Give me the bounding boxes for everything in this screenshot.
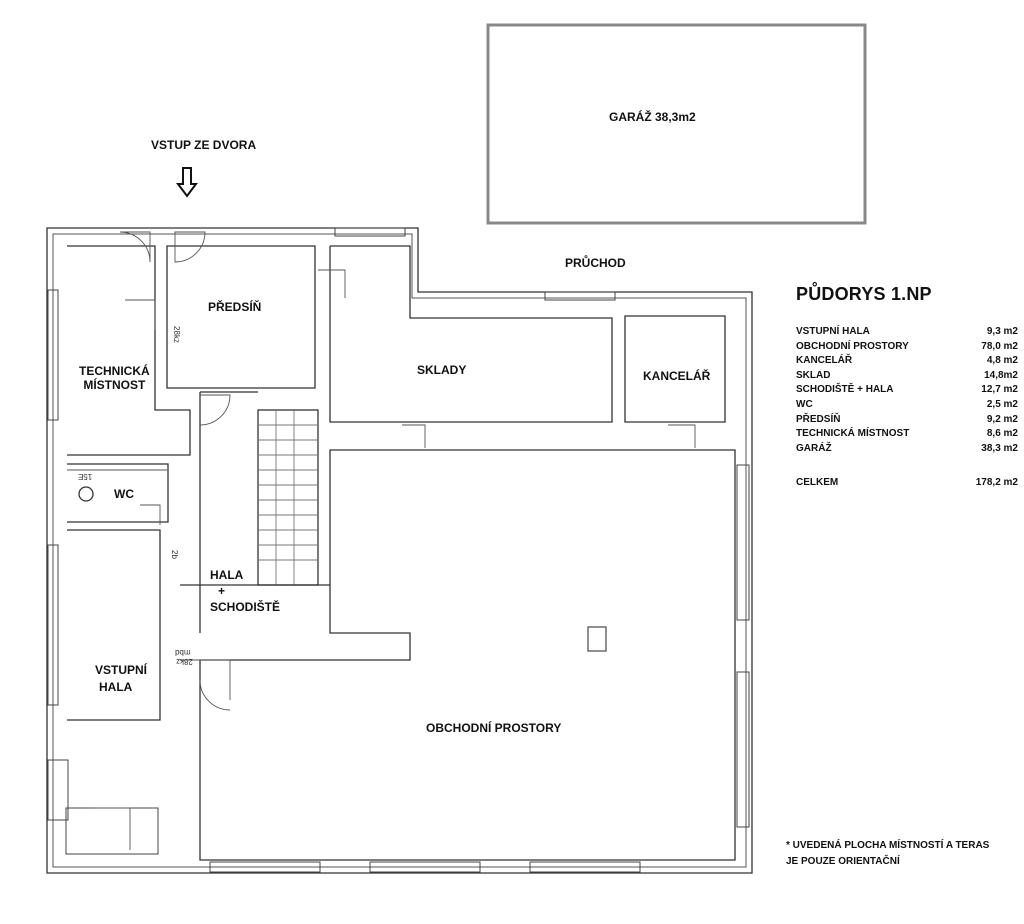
legend-row: PŘEDSÍŇ 9,2 m2 bbox=[796, 413, 1018, 428]
legend-row-name: SKLAD bbox=[796, 369, 831, 381]
entrance-arrow bbox=[176, 167, 198, 198]
wall-kancelar bbox=[624, 315, 726, 423]
legend-row: SCHODIŠTĚ + HALA 12,7 m2 bbox=[796, 383, 1018, 398]
legend-row: SKLAD 14,8m2 bbox=[796, 369, 1018, 384]
room-vstupni-line1: VSTUPNÍ bbox=[95, 663, 148, 677]
room-hala-line2: SCHODIŠTĚ bbox=[210, 600, 281, 615]
legend-row: GARÁŽ 38,3 m2 bbox=[796, 442, 1018, 457]
legend-row-name: TECHNICKÁ MÍSTNOST bbox=[796, 428, 910, 440]
room-wc: WC bbox=[114, 487, 134, 501]
wall-obchodni bbox=[199, 449, 736, 861]
mark-a2: 28kz bbox=[176, 657, 193, 666]
legend-row-name: KANCELÁŘ bbox=[796, 355, 853, 367]
legend-row-area: 78,0 m2 bbox=[981, 340, 1018, 352]
legend-row-area: 9,2 m2 bbox=[986, 413, 1018, 425]
toilet-icon bbox=[78, 486, 94, 502]
legend-row-name: GARÁŽ bbox=[796, 442, 832, 454]
legend-row-area: 38,3 m2 bbox=[981, 442, 1018, 454]
outer-wall bbox=[46, 227, 753, 874]
legend-row: KANCELÁŘ 4,8 m2 bbox=[796, 354, 1018, 369]
room-obchodni: OBCHODNÍ PROSTORY bbox=[426, 721, 562, 735]
legend-row-name: PŘEDSÍŇ bbox=[796, 413, 841, 425]
legend-row: OBCHODNÍ PROSTORY 78,0 m2 bbox=[796, 340, 1018, 355]
legend-row-name: OBCHODNÍ PROSTORY bbox=[796, 340, 909, 352]
wall-sklady bbox=[329, 245, 613, 423]
legend-row-name: SCHODIŠTĚ + HALA bbox=[796, 384, 894, 396]
wall-technicka bbox=[67, 245, 191, 456]
legend-row-area: 12,7 m2 bbox=[981, 384, 1018, 396]
wall-vstupni bbox=[67, 529, 161, 721]
legend-total-value: 178,2 m2 bbox=[975, 477, 1018, 489]
legend-row-name: VSTUPNÍ HALA bbox=[796, 326, 870, 337]
legend-total-label: CELKEM bbox=[796, 477, 839, 489]
legend-total-row: CELKEM 178,2 m2 bbox=[796, 476, 1018, 491]
area-legend: PŮDORYS 1.NP VSTUPNÍ HALA 9,3 m2 OBCHODNÍ… bbox=[796, 284, 1018, 491]
legend-row: VSTUPNÍ HALA 9,3 m2 bbox=[796, 325, 1018, 340]
legend-row: TECHNICKÁ MÍSTNOST 8,6 m2 bbox=[796, 427, 1018, 442]
legend-row: WC 2,5 m2 bbox=[796, 398, 1018, 413]
legend-row-area: 14,8m2 bbox=[984, 369, 1018, 381]
entrance-label: VSTUP ZE DVORA bbox=[151, 138, 257, 152]
note-line1: * UVEDENÁ PLOCHA MÍSTNOSTÍ A TERAS bbox=[786, 840, 990, 851]
room-hala-plus: + bbox=[218, 584, 226, 599]
room-predsin: PŘEDSÍŇ bbox=[208, 300, 262, 314]
room-hala: HALA + SCHODIŠTĚ bbox=[210, 567, 280, 616]
room-technicka-line1: TECHNICKÁ bbox=[79, 364, 150, 378]
legend-row-area: 9,3 m2 bbox=[986, 326, 1018, 337]
mark-d: 2b bbox=[169, 550, 179, 559]
legend-row-area: 4,8 m2 bbox=[986, 355, 1018, 367]
legend-row-name: WC bbox=[796, 398, 813, 410]
room-vstupni: VSTUPNÍ HALA bbox=[95, 662, 147, 697]
mark-c: 15E bbox=[78, 472, 93, 481]
hala-wall bbox=[180, 391, 330, 633]
note-line2: JE POUZE ORIENTAČNÍ bbox=[786, 856, 900, 867]
legend-rows: VSTUPNÍ HALA 9,3 m2 OBCHODNÍ PROSTORY 78,0… bbox=[796, 325, 1018, 456]
legend-row-area: 8,6 m2 bbox=[986, 428, 1018, 440]
wall-wc bbox=[67, 463, 169, 523]
room-sklady: SKLADY bbox=[417, 363, 467, 377]
garage-outline bbox=[486, 23, 867, 225]
legend-title: PŮDORYS 1.NP bbox=[796, 284, 932, 304]
mark-a: 28kz bbox=[171, 326, 181, 343]
stair-block bbox=[257, 409, 319, 586]
room-vstupni-line2: HALA bbox=[99, 680, 133, 695]
column-mark bbox=[587, 626, 607, 652]
area-note: * UVEDENÁ PLOCHA MÍSTNOSTÍ A TERAS JE PO… bbox=[786, 838, 989, 870]
room-technicka-line2: MÍSTNOST bbox=[83, 378, 146, 393]
legend-row-area: 2,5 m2 bbox=[986, 398, 1018, 410]
room-technicka: TECHNICKÁ MÍSTNOST bbox=[79, 364, 150, 393]
garage-label: GARÁŽ 38,3m2 bbox=[609, 110, 696, 124]
outer-wall-inner bbox=[52, 233, 747, 868]
room-kancelar: KANCELÁŘ bbox=[643, 369, 711, 383]
mark-b: mbd bbox=[175, 648, 191, 657]
passage-label: PRŮCHOD bbox=[565, 256, 626, 270]
wall-predsin bbox=[166, 245, 316, 389]
room-hala-line1: HALA bbox=[210, 568, 244, 582]
